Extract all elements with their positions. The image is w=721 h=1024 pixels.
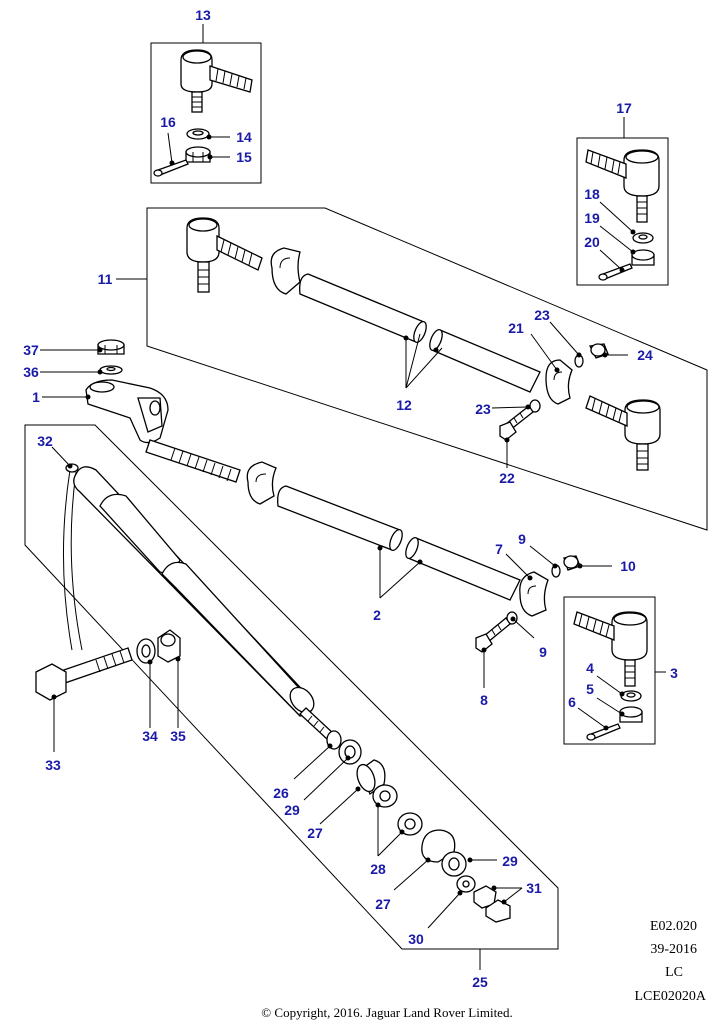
- frame-3: [563, 596, 656, 745]
- castle-nut-37: [97, 339, 125, 355]
- callout-22: 22: [499, 470, 515, 486]
- frame-17: [576, 137, 669, 286]
- callout-4: 4: [586, 660, 594, 676]
- bolt-8: [475, 617, 511, 653]
- callout-25: 25: [472, 974, 488, 990]
- threaded-rod-1: [145, 439, 241, 483]
- damper-body-25: [73, 466, 315, 717]
- callout-5: 5: [586, 681, 594, 697]
- callout-19: 19: [584, 210, 600, 226]
- callout-14: 14: [236, 129, 252, 145]
- callout-20: 20: [584, 234, 600, 250]
- callout-13: 13: [195, 7, 211, 23]
- nut-10: [563, 555, 581, 571]
- diagram-region: LC: [665, 965, 683, 980]
- diagram-reference: LCE02020A: [634, 989, 706, 1004]
- callout-7: 7: [495, 541, 503, 557]
- clamp-11: [270, 247, 301, 295]
- ball-joint-11-left: [186, 217, 263, 293]
- callout-labels: 13 16 14 15 17 18 19 20 11 12 21 23 24 2…: [23, 7, 678, 990]
- callout-23-bottom: 23: [475, 401, 491, 417]
- ball-joint-3: [573, 611, 648, 687]
- callout-26: 26: [273, 785, 289, 801]
- split-pin-6: [586, 723, 621, 741]
- callout-35: 35: [170, 728, 186, 744]
- nut-19: [631, 249, 655, 266]
- callout-18: 18: [584, 186, 600, 202]
- frame-11: [146, 207, 708, 531]
- ball-joint-13: [180, 49, 253, 113]
- clamp-7: [519, 571, 549, 617]
- clamp-2-left: [246, 461, 277, 505]
- callout-31: 31: [526, 880, 542, 896]
- callout-1: 1: [32, 389, 40, 405]
- tube-2-left: [277, 485, 403, 552]
- frame-25: [24, 424, 559, 950]
- callout-3: 3: [670, 665, 678, 681]
- diagram-code: E02.020: [650, 919, 697, 934]
- callout-6: 6: [568, 694, 576, 710]
- washer-29-a: [338, 739, 362, 765]
- callout-24: 24: [637, 347, 653, 363]
- drop-arm-1: [85, 379, 169, 444]
- washer-30: [456, 875, 476, 893]
- callout-16: 16: [160, 114, 176, 130]
- callout-28: 28: [370, 861, 386, 877]
- callout-36: 36: [23, 364, 39, 380]
- washer-18: [632, 232, 654, 244]
- callout-8: 8: [480, 692, 488, 708]
- nut-24: [589, 343, 609, 359]
- frame-13: [150, 42, 262, 184]
- nut-31-b: [485, 899, 511, 923]
- nut-35: [157, 629, 181, 663]
- leader-lines: [40, 24, 666, 970]
- washer-14: [186, 128, 210, 140]
- callout-17: 17: [616, 100, 632, 116]
- callout-37: 37: [23, 342, 39, 358]
- ball-joint-11-right: [585, 395, 661, 471]
- callout-10: 10: [620, 558, 636, 574]
- callout-33: 33: [45, 757, 61, 773]
- callout-27-b: 27: [375, 896, 391, 912]
- diagram-revision: 39-2016: [650, 942, 697, 957]
- ball-joint-17: [585, 149, 660, 223]
- callout-29-b: 29: [502, 853, 518, 869]
- bush-28-b: [397, 812, 423, 836]
- callout-30: 30: [408, 931, 424, 947]
- nut-15: [185, 146, 211, 163]
- callout-29-a: 29: [284, 802, 300, 818]
- callout-32: 32: [37, 433, 53, 449]
- clamp-21: [545, 359, 573, 405]
- callout-12: 12: [396, 397, 412, 413]
- damper-hose-32: [63, 463, 83, 651]
- washer-29-b: [441, 851, 467, 877]
- callout-2-upper: 2: [373, 607, 381, 623]
- bush-28-a: [372, 784, 398, 808]
- copyright-notice: © Copyright, 2016. Jaguar Land Rover Lim…: [261, 1005, 512, 1020]
- callout-9-bottom: 9: [539, 644, 547, 660]
- split-pin-16: [153, 159, 189, 177]
- tube-2-right: [405, 536, 521, 601]
- washer-34: [136, 638, 156, 664]
- bolt-33: [35, 647, 133, 701]
- tube-12-left: [299, 273, 427, 344]
- tube-12-right: [429, 328, 541, 393]
- callout-11: 11: [98, 271, 113, 287]
- callout-27-a: 27: [307, 825, 323, 841]
- callout-23-top: 23: [534, 307, 550, 323]
- callout-34: 34: [142, 728, 158, 744]
- nut-5: [619, 706, 643, 723]
- callout-21: 21: [508, 320, 524, 336]
- washer-36: [99, 365, 123, 375]
- callout-15: 15: [236, 149, 252, 165]
- split-pin-20: [598, 263, 633, 281]
- callout-9-top: 9: [518, 531, 526, 547]
- bush-27-a: [356, 759, 386, 796]
- bolt-22: [499, 405, 534, 441]
